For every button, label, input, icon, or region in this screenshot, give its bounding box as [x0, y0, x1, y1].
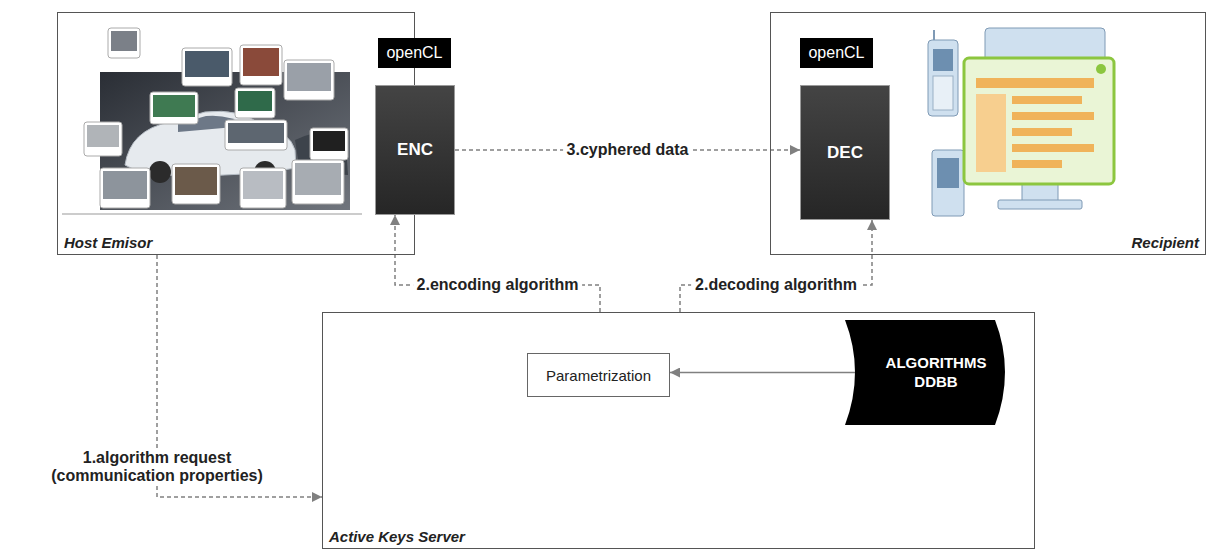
thumbnail-image [238, 91, 272, 111]
thumbnail-image [153, 95, 195, 117]
group-title: Recipient [1131, 234, 1199, 251]
decoder-block: DEC [800, 85, 890, 220]
thumbnail-frame [240, 168, 286, 208]
edge-label: 1.algorithm request (communication prope… [28, 448, 286, 486]
collage-baseline [62, 214, 362, 215]
thumbnail-image [111, 31, 137, 51]
thumbnail-frame [240, 45, 282, 85]
edge-label: 3.cyphered data [563, 140, 693, 160]
thumbnail-frame [172, 164, 220, 204]
thumbnail-frame [108, 28, 140, 58]
window-sidebar [976, 94, 1006, 172]
thumbnail-image [103, 171, 147, 199]
photo-thumbnail [292, 160, 344, 204]
client-devices [928, 28, 1114, 216]
database-shape: ALGORITHMS DDBB [845, 320, 1015, 425]
platform-tag: openCL [800, 38, 873, 68]
node-label: Parametrization [546, 367, 651, 384]
server-group: Active Keys Server Parametrization ALGORIT… [322, 312, 1035, 549]
encoding-connector [395, 215, 600, 312]
window-content-line [1012, 112, 1094, 120]
host-group: Host EmisoropenCLENC [57, 12, 415, 255]
car-wheel [149, 161, 171, 183]
thumbnail-image [295, 163, 341, 195]
thumbnail-image [228, 123, 284, 143]
node-label: ENC [397, 140, 433, 160]
group-title: Host Emisor [64, 234, 152, 251]
node-label: openCL [808, 44, 864, 62]
process-box: Parametrization [527, 353, 670, 397]
edge-label-anchor: 3.cyphered data [563, 140, 693, 160]
thumbnail-frame [182, 48, 232, 86]
thumbnail-image [243, 48, 279, 76]
edge-label-anchor: 2.encoding algorithm [413, 275, 583, 295]
window-content-line [1012, 128, 1072, 136]
thumbnail-image [87, 125, 119, 147]
photo-thumbnail [182, 48, 232, 86]
node-label: ALGORITHMS DDBB [876, 354, 996, 392]
platform-tag: openCL [378, 38, 451, 68]
encoder-block: ENC [375, 85, 455, 215]
thumbnail-frame [284, 60, 334, 100]
photo-thumbnail [240, 45, 282, 85]
photo-thumbnail [310, 128, 348, 160]
photo-thumbnail [84, 122, 122, 156]
photo-thumbnail [108, 28, 140, 58]
recipient-group: Recipient openCL DEC [770, 12, 1206, 255]
thumbnail-image [185, 51, 229, 77]
thumbnail-frame [150, 92, 198, 124]
mobile-phone [928, 40, 958, 116]
edge-label: 2.decoding algorithm [691, 275, 861, 295]
window-content-line [1012, 96, 1082, 104]
decoding-connector [680, 220, 872, 312]
thumbnail-image [313, 131, 345, 151]
thumbnail-frame [310, 128, 348, 160]
photo-thumbnail [240, 168, 286, 208]
window-header-bar [976, 78, 1094, 88]
photo-thumbnail [225, 120, 287, 150]
window-content-line [1012, 160, 1062, 168]
phone-keypad [933, 76, 953, 110]
photo-thumbnail [172, 164, 220, 204]
database-fill [845, 320, 1005, 425]
thumbnail-frame [292, 160, 344, 204]
edge-label-anchor: 2.decoding algorithm [691, 275, 861, 295]
thumbnail-frame [84, 122, 122, 156]
window-content-line [1012, 144, 1094, 152]
handheld-screen [937, 158, 959, 188]
window-close-button [1096, 64, 1106, 74]
thumbnail-image [175, 167, 217, 195]
photo-thumbnail [284, 60, 334, 100]
handheld-device [932, 150, 964, 216]
monitor-base [998, 200, 1082, 209]
application-window [964, 58, 1114, 184]
sensor-collage [62, 28, 362, 214]
node-label: DEC [827, 143, 863, 163]
thumbnail-image [287, 63, 331, 91]
edge-label: 2.encoding algorithm [413, 275, 583, 295]
edge-label-anchor: 1.algorithm request (communication prope… [28, 448, 286, 486]
thumbnail-frame [100, 168, 150, 208]
phone-screen [933, 49, 953, 71]
thumbnail-frame [235, 88, 275, 118]
photo-thumbnail [150, 92, 198, 124]
node-label: openCL [386, 44, 442, 62]
photo-thumbnail [235, 88, 275, 118]
flow-arrow [670, 372, 855, 374]
thumbnail-frame [225, 120, 287, 150]
photo-thumbnail [100, 168, 150, 208]
group-title: Active Keys Server [329, 528, 465, 545]
thumbnail-image [243, 171, 283, 199]
